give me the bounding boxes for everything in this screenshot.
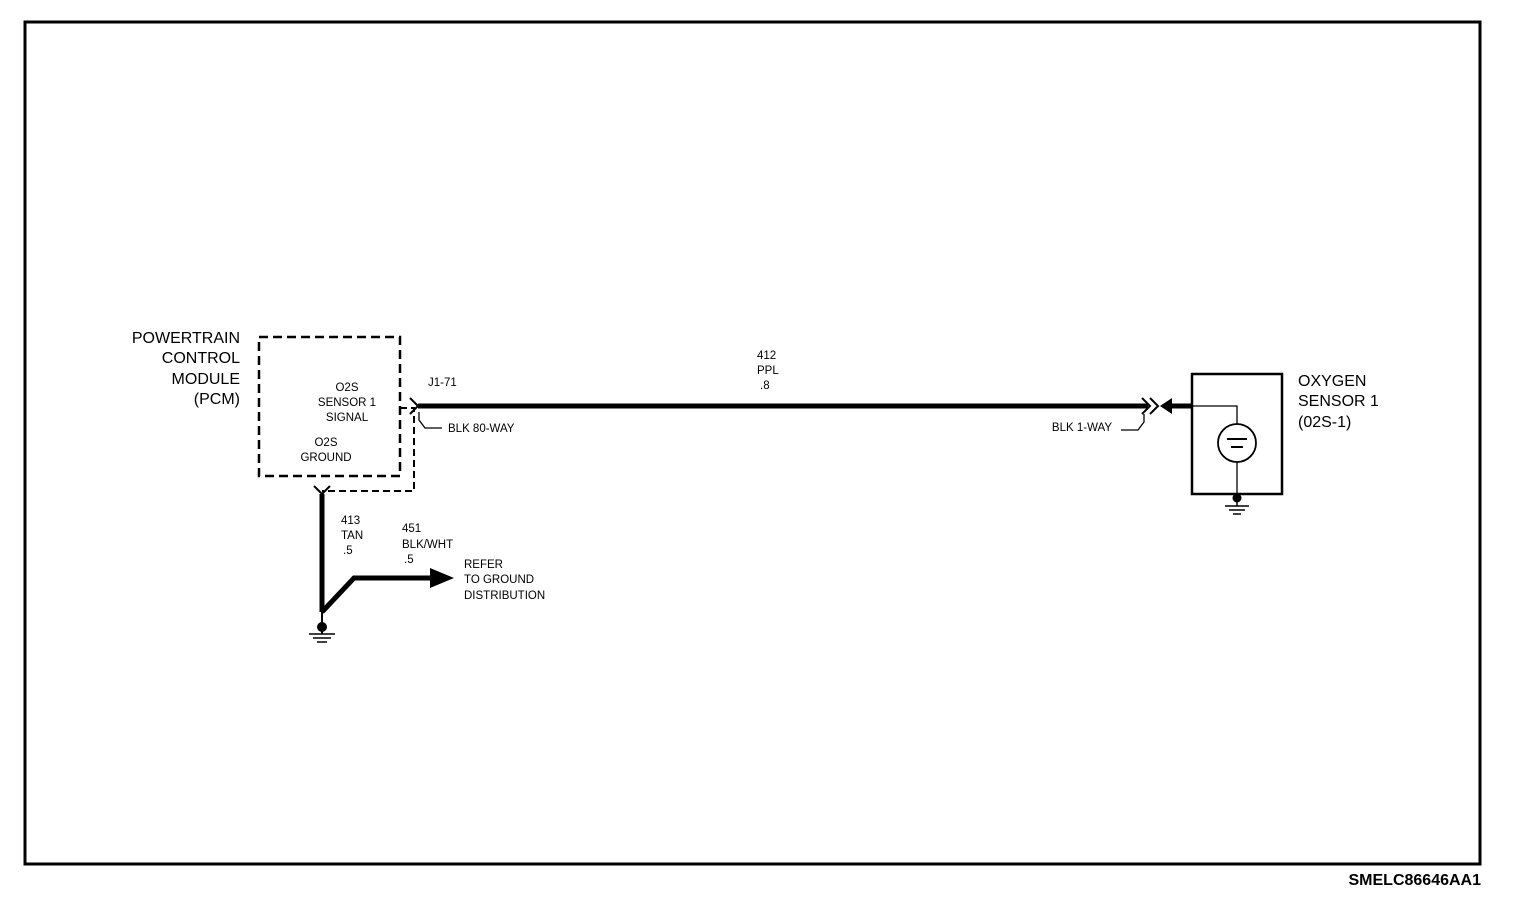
pcm-name-line-1: POWERTRAIN [132, 330, 240, 347]
sensor-name-line-2: SENSOR 1 [1298, 393, 1379, 410]
ground-wire-413-label: 413 TAN .5 [341, 515, 363, 557]
diagram-code: SMELC86646AA1 [1349, 872, 1482, 889]
pcm-ground-symbol [309, 612, 335, 643]
signal-wire-size: .8 [760, 380, 770, 392]
pcm-ground-label: O2S GROUND [300, 437, 351, 464]
ground-reference-line-1: REFER [464, 559, 503, 571]
pcm-signal-line-1: O2S [335, 382, 358, 394]
pcm-pin-label: J1-71 [428, 377, 457, 389]
sensor-ground-symbol [1225, 493, 1249, 515]
sensor-name-line-1: OXYGEN [1298, 373, 1366, 390]
signal-wire-label: 412 PPL .8 [757, 350, 779, 392]
sensor-input-arrowhead [1160, 398, 1172, 414]
ground-wire-451-color: BLK/WHT [402, 539, 453, 551]
ground-wire-451-size: .5 [404, 554, 414, 566]
pcm-box [257, 335, 402, 478]
pcm-connector-outline [322, 407, 415, 492]
sensor-internal-wire [1192, 405, 1238, 424]
ground-distribution-arrowhead [430, 568, 454, 588]
pcm-ground-line-2: GROUND [300, 452, 351, 464]
ground-wire-413-circuit: 413 [341, 515, 360, 527]
sensor-connector-label: BLK 1-WAY [1052, 422, 1112, 434]
ground-distribution-reference: REFER TO GROUND DISTRIBUTION [464, 559, 545, 602]
signal-wire-color: PPL [757, 365, 779, 377]
pcm-name-line-2: CONTROL [162, 350, 240, 367]
pcm-ground-line-1: O2S [314, 437, 337, 449]
pcm-name-line-3: MODULE [172, 371, 240, 388]
pcm-signal-label: O2S SENSOR 1 SIGNAL [318, 382, 376, 424]
pcm-name-line-4: (PCM) [194, 391, 240, 408]
pcm-name-label: POWERTRAIN CONTROL MODULE (PCM) [132, 330, 240, 408]
diagram-border [23, 20, 1482, 866]
ground-reference-line-3: DISTRIBUTION [464, 590, 545, 602]
ground-wire-413-color: TAN [341, 530, 363, 542]
sensor-connector-leader [1121, 414, 1145, 431]
ground-wire-451-circuit: 451 [402, 523, 421, 535]
pcm-connector-label: BLK 80-WAY [448, 423, 515, 435]
signal-wire-circuit: 412 [757, 350, 776, 362]
pcm-signal-line-2: SENSOR 1 [318, 397, 376, 409]
ground-reference-line-2: TO GROUND [464, 574, 534, 586]
sensor-connector-chevron [1141, 397, 1160, 415]
sensor-name-line-3: (02S-1) [1298, 414, 1351, 431]
pcm-connector-leader [418, 412, 442, 429]
ground-wire-413-size: .5 [343, 545, 353, 557]
ground-wire-451-label: 451 BLK/WHT .5 [402, 523, 453, 566]
oxygen-sensor-name-label: OXYGEN SENSOR 1 (02S-1) [1298, 373, 1379, 431]
pcm-signal-line-3: SIGNAL [326, 412, 369, 424]
ground-wire-451 [320, 575, 430, 614]
sensor-element-circle [1217, 423, 1257, 463]
